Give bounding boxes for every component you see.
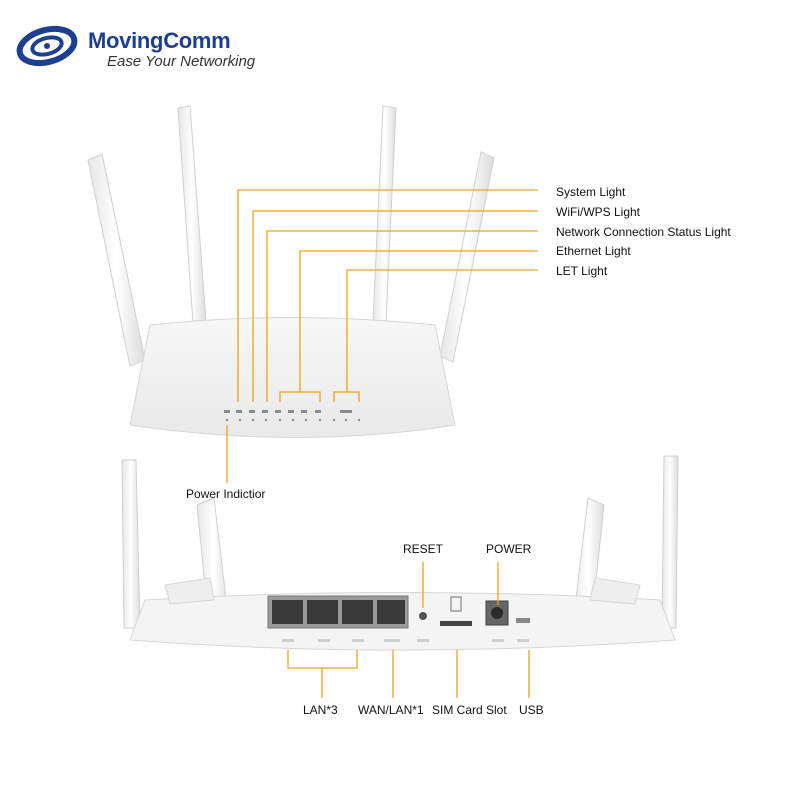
leader-lan [287,650,358,669]
sim-slot [440,621,472,626]
front-led-row [224,410,361,422]
label-wan-lan: WAN/LAN*1 [358,703,424,717]
leader-wifi [252,210,538,402]
label-network-status-light: Network Connection Status Light [556,225,731,239]
leader-ethernet [279,391,321,402]
leader-ethernet-stem [299,250,538,392]
leader-let [333,391,360,402]
reset-hole [419,612,427,620]
leader-system [237,189,538,402]
brand-tagline: Ease Your Networking [107,53,256,70]
usb-port [516,618,530,623]
leader-network [266,230,538,402]
brand-name: MovingComm [88,28,231,53]
label-system-light: System Light [556,185,626,199]
label-reset: RESET [403,542,444,556]
sim-icon [450,596,462,612]
label-power: POWER [486,542,532,556]
label-ethernet-light: Ethernet Light [556,244,631,258]
label-usb: USB [519,703,544,717]
leader-let-stem [346,269,538,392]
label-wifi-wps-light: WiFi/WPS Light [556,205,641,219]
label-let-light: LET Light [556,264,608,278]
label-lan: LAN*3 [303,703,338,717]
label-sim-slot: SIM Card Slot [432,703,507,717]
ethernet-ports [267,595,409,629]
label-power-indicator: Power Indictior [186,487,266,501]
